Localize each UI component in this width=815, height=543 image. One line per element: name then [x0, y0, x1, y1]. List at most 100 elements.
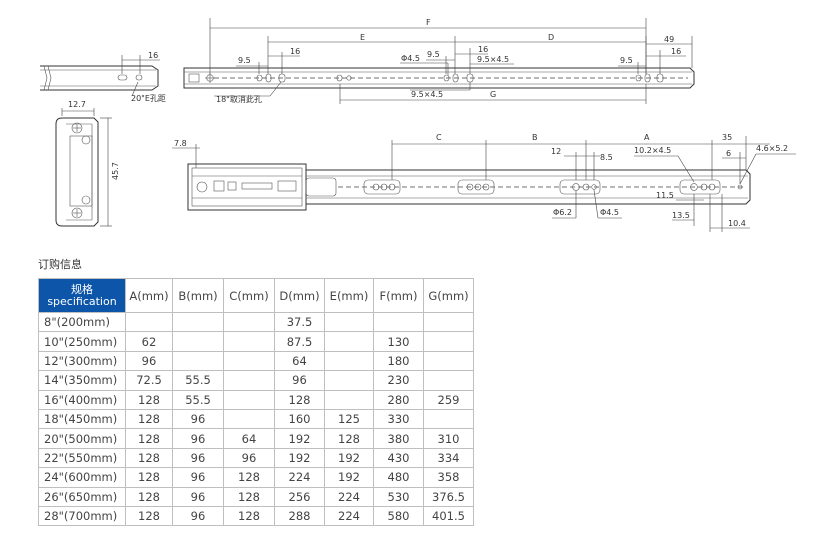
dim-16-a: 16: [290, 47, 300, 56]
value-cell: 280: [373, 389, 424, 410]
header-e: E(mm): [324, 278, 374, 313]
value-cell: 256: [274, 486, 325, 507]
header-specification: 规格 specification: [38, 278, 126, 313]
value-cell: 128: [125, 486, 173, 507]
value-cell: 128: [324, 428, 374, 449]
value-cell: 192: [274, 447, 325, 469]
dim-35: 35: [722, 133, 732, 142]
spec-cell: 8"(200mm): [38, 311, 126, 333]
header-spec-en: specification: [47, 294, 117, 308]
value-cell: 259: [423, 389, 474, 410]
value-cell: 224: [324, 505, 374, 527]
top-rail: F E D 49 16 16 16 9.5 9.5 9.5: [183, 18, 695, 104]
spec-cell: 28"(700mm): [38, 505, 126, 527]
dim-9-5-b: 9.5: [427, 50, 440, 59]
header-g: G(mm): [423, 278, 474, 313]
value-cell: 125: [324, 408, 374, 430]
value-cell: 192: [274, 428, 325, 449]
side-profile: 12.7 45.7: [55, 100, 120, 227]
value-cell: [223, 311, 275, 333]
value-cell: 430: [373, 447, 424, 469]
note-18-hole: 18"取消此孔: [216, 94, 262, 104]
top-left-rail: 16 20"E孔距: [40, 51, 166, 103]
value-cell: 160: [274, 408, 325, 430]
spec-cell: 12"(300mm): [38, 350, 126, 372]
value-cell: 128: [125, 447, 173, 469]
value-cell: [223, 331, 275, 352]
spec-cell: 16"(400mm): [38, 389, 126, 410]
ordering-info-title: 订购信息: [38, 258, 82, 271]
value-cell: [223, 408, 275, 430]
value-cell: 128: [223, 505, 275, 527]
value-cell: 358: [423, 467, 474, 488]
value-cell: 128: [125, 505, 173, 527]
value-cell: [324, 350, 374, 372]
value-cell: [324, 331, 374, 352]
dim-16-b: 16: [478, 45, 488, 54]
header-d: D(mm): [274, 278, 325, 313]
dim-slot-bottom: 9.5×4.5: [411, 90, 443, 99]
spec-table: 规格 specification A(mm) B(mm) C(mm) D(mm)…: [38, 278, 474, 527]
value-cell: 128: [125, 389, 173, 410]
value-cell: 96: [125, 350, 173, 372]
value-cell: 224: [274, 467, 325, 488]
dim-6: 6: [726, 149, 731, 158]
dim-phi4-5-bottom: Φ4.5: [600, 208, 619, 217]
value-cell: [373, 311, 424, 333]
value-cell: 230: [373, 370, 424, 391]
table-header-row: 规格 specification A(mm) B(mm) C(mm) D(mm)…: [38, 278, 474, 313]
header-spec-cn: 规格: [71, 282, 93, 296]
value-cell: [223, 350, 275, 372]
table-row: 8"(200mm)37.5: [38, 311, 474, 333]
value-cell: [423, 331, 474, 352]
dim-phi4-5-top: Φ4.5: [401, 54, 420, 63]
value-cell: 401.5: [423, 505, 474, 527]
value-cell: 192: [324, 447, 374, 469]
dim-16-c: 16: [671, 47, 681, 56]
dim-D: D: [548, 33, 554, 42]
dim-C: C: [436, 133, 442, 142]
dim-45-7: 45.7: [111, 162, 120, 180]
value-cell: 96: [172, 408, 224, 430]
value-cell: 96: [223, 447, 275, 469]
value-cell: [423, 350, 474, 372]
spec-cell: 20"(500mm): [38, 428, 126, 449]
value-cell: [324, 370, 374, 391]
value-cell: 87.5: [274, 331, 325, 352]
value-cell: 128: [125, 408, 173, 430]
value-cell: 128: [223, 486, 275, 507]
value-cell: 128: [274, 389, 325, 410]
value-cell: 128: [125, 467, 173, 488]
spec-cell: 22"(550mm): [38, 447, 126, 469]
value-cell: [172, 311, 224, 333]
value-cell: 72.5: [125, 370, 173, 391]
dim-12: 12: [551, 147, 561, 156]
value-cell: 96: [274, 370, 325, 391]
dim-11-5: 11.5: [656, 191, 674, 200]
spec-cell: 10"(250mm): [38, 331, 126, 352]
header-c: C(mm): [223, 278, 275, 313]
value-cell: [223, 389, 275, 410]
value-cell: 288: [274, 505, 325, 527]
value-cell: 128: [223, 467, 275, 488]
dim-B: B: [532, 133, 538, 142]
dim-4-6x5-2: 4.6×5.2: [756, 144, 788, 153]
value-cell: 310: [423, 428, 474, 449]
dim-49: 49: [664, 35, 674, 44]
value-cell: 376.5: [423, 486, 474, 507]
value-cell: 530: [373, 486, 424, 507]
value-cell: 224: [324, 486, 374, 507]
dim-F: F: [426, 18, 431, 27]
spec-cell: 14"(350mm): [38, 370, 126, 391]
dim-7-8: 7.8: [174, 139, 187, 148]
value-cell: 192: [324, 467, 374, 488]
dim-12-7: 12.7: [68, 100, 86, 109]
